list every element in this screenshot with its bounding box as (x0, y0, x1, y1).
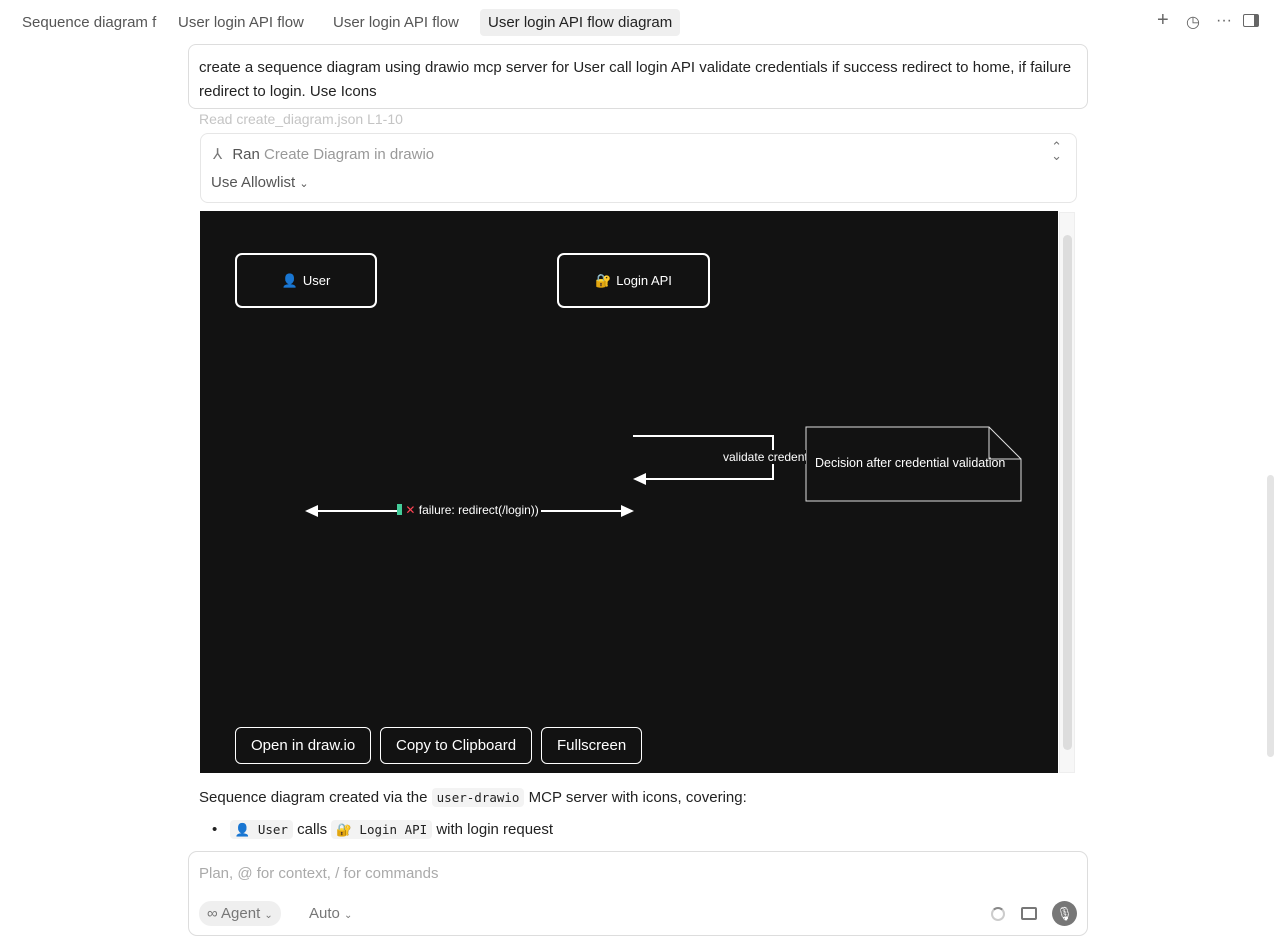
diagram-scrollbar-thumb[interactable] (1063, 235, 1072, 750)
loading-spinner-icon (991, 907, 1005, 921)
more-icon[interactable]: ··· (1216, 12, 1232, 29)
user-node[interactable]: 👤 User (235, 253, 377, 308)
copy-clipboard-button[interactable]: Copy to Clipboard (380, 727, 533, 764)
list-item: • 👤 User calls 🔐 Login API with login re… (212, 820, 554, 839)
failure-text: failure: redirect(/login)) (418, 503, 539, 517)
infinity-icon: ∞ (207, 905, 218, 922)
tab-1[interactable]: User login API flow (178, 14, 304, 31)
plus-icon[interactable]: + (1157, 9, 1169, 31)
expand-collapse-icon[interactable]: ⌃⌄ (1051, 139, 1062, 163)
failure-label: ✕ failure: redirect(/login)) (397, 503, 541, 517)
tab-2[interactable]: User login API flow (333, 14, 459, 31)
tool-verb: Ran (232, 146, 260, 163)
microphone-icon[interactable]: 🎙 (1052, 901, 1077, 926)
tool-name: Create Diagram in drawio (264, 146, 435, 163)
api-code: 🔐 Login API (331, 820, 433, 839)
fullscreen-button[interactable]: Fullscreen (541, 727, 643, 764)
tool-card: ⅄ Ran Create Diagram in drawio ⌃⌄ Use Al… (200, 133, 1077, 203)
diagram-edges (305, 426, 1022, 517)
user-label: User (302, 273, 331, 288)
faded-read-line: Read create_diagram.json L1-10 (199, 111, 403, 127)
allowlist-dropdown[interactable]: Use Allowlist ⌄ (211, 174, 309, 191)
composer-input[interactable]: Plan, @ for context, / for commands (199, 865, 439, 882)
image-icon[interactable] (1021, 907, 1037, 920)
user-message[interactable]: create a sequence diagram using drawio m… (188, 44, 1088, 109)
failure-arrowhead-right (621, 505, 634, 517)
model-dropdown[interactable]: Auto ⌄ (309, 905, 353, 922)
self-message-label: validate credent (723, 450, 806, 464)
tool-icon: ⅄ (213, 146, 223, 163)
lock-icon: 🔐 (595, 272, 612, 288)
note-text: Decision after credential validation (815, 456, 1006, 470)
history-icon[interactable]: ◷ (1186, 14, 1200, 31)
user-icon: 👤 (281, 272, 298, 288)
api-label: Login API (616, 273, 672, 288)
login-api-node[interactable]: 🔐 Login API (557, 253, 710, 308)
open-drawio-button[interactable]: Open in draw.io (235, 727, 372, 764)
diagram-scrollbar[interactable] (1059, 212, 1075, 773)
tab-0[interactable]: Sequence diagram f (22, 14, 157, 31)
diagram-preview[interactable]: 👤 User 🔐 Login API validate credent Decisi… (200, 211, 1058, 773)
cross-icon: ✕ (405, 503, 416, 517)
user-code: 👤 User (229, 820, 293, 839)
chevron-down-icon: ⌄ (299, 178, 309, 190)
sidebar-toggle-icon[interactable] (1243, 14, 1259, 27)
tab-3[interactable]: User login API flow diagram (480, 9, 681, 36)
composer[interactable]: Plan, @ for context, / for commands ∞ Ag… (188, 851, 1088, 936)
self-message-arrowhead (633, 473, 646, 485)
response-text: Sequence diagram created via the user-dr… (199, 788, 747, 807)
server-code: user-drawio (431, 788, 525, 807)
note-shape (805, 426, 1022, 502)
agent-mode-button[interactable]: ∞ Agent ⌄ (199, 901, 281, 926)
failure-arrowhead-left (305, 505, 318, 517)
green-marker-icon (397, 504, 402, 515)
page-scrollbar[interactable] (1267, 475, 1274, 757)
